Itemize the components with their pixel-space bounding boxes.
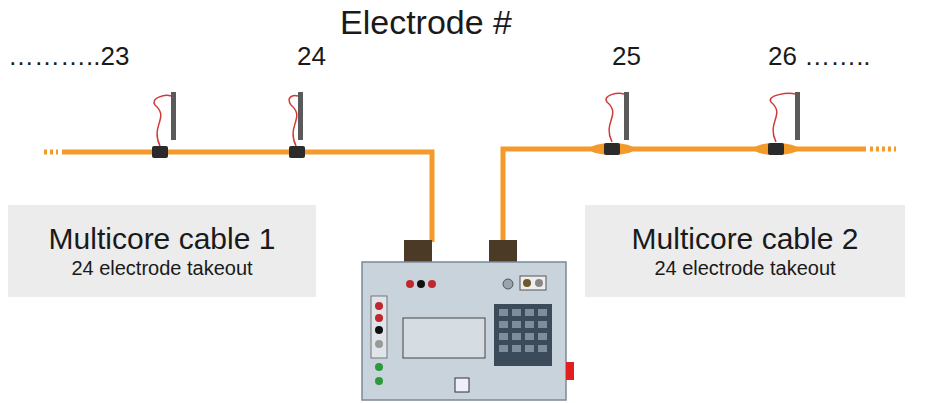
cable-detail: 24 electrode takeout	[585, 257, 905, 280]
cable-detail: 24 electrode takeout	[8, 257, 316, 280]
cable-name: Multicore cable 1	[8, 222, 316, 257]
cable-label-box: Multicore cable 224 electrode takeout	[585, 205, 905, 297]
electrode-number: 25	[612, 42, 641, 71]
electrode-number: ………..23	[8, 42, 129, 71]
electrode-number: 26 ……..	[768, 42, 871, 71]
axis-heading: Electrode #	[340, 4, 512, 41]
cable-label-box: Multicore cable 124 electrode takeout	[8, 205, 316, 297]
cable-name: Multicore cable 2	[585, 222, 905, 257]
electrode-number: 24	[297, 42, 326, 71]
